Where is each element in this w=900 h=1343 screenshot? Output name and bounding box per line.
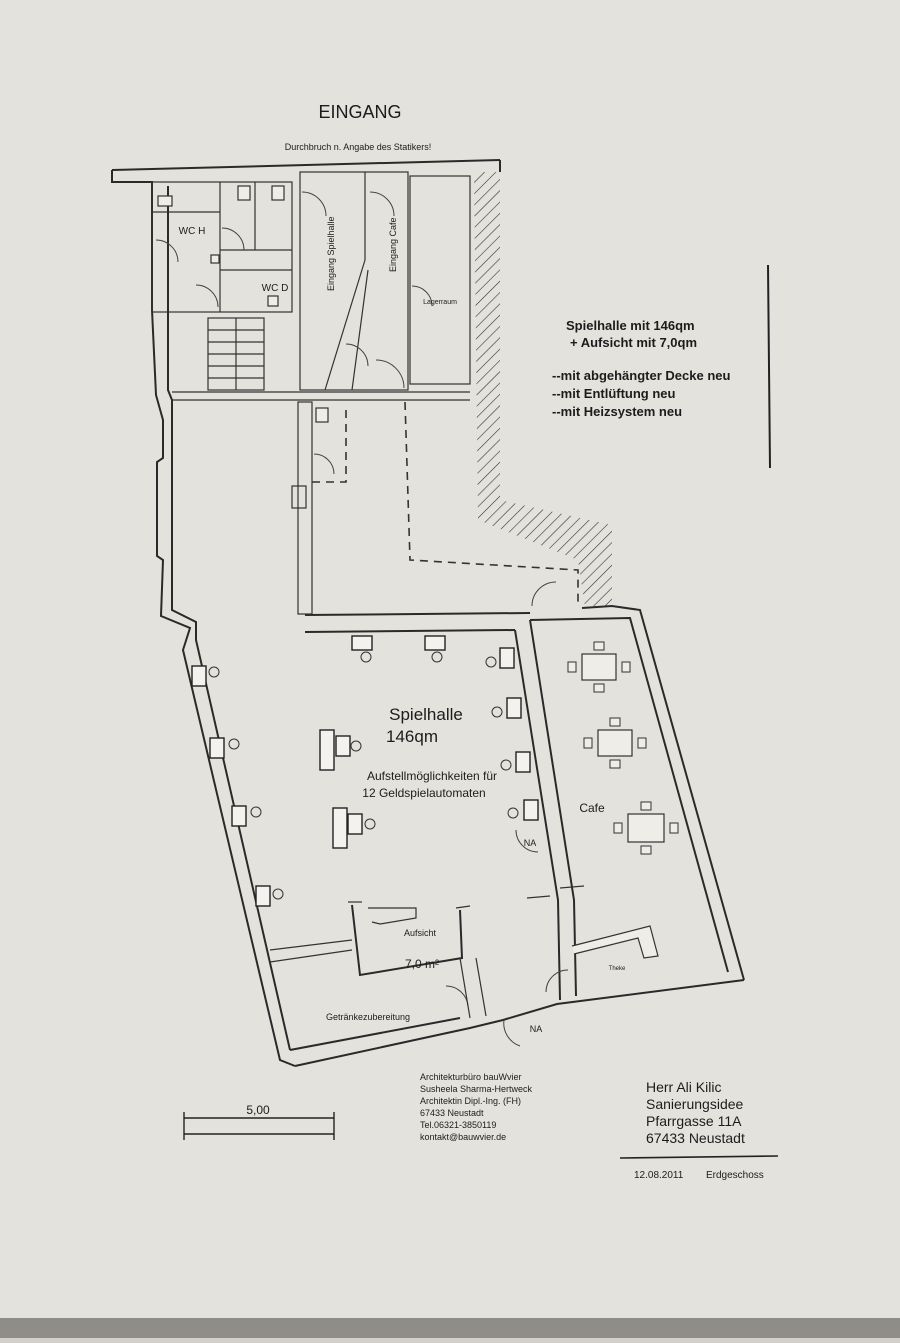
architect-block: Architekturbüro bauWvier Susheela Sharma… <box>420 1072 533 1142</box>
architect-line-2: Susheela Sharma-Hertweck <box>420 1084 533 1094</box>
architect-line-5: Tel.06321-3850119 <box>420 1120 496 1130</box>
theke-counter <box>571 925 659 959</box>
footer-date: 12.08.2011 <box>634 1170 684 1181</box>
dashed-boundary <box>312 410 347 483</box>
label-wc-h: WC H <box>179 226 206 237</box>
architect-line-4: 67433 Neustadt <box>420 1108 484 1118</box>
label-getraenke: Getränkezubereitung <box>326 1012 410 1022</box>
architect-line-6: kontakt@bauwvier.de <box>420 1132 506 1142</box>
notes-block: Spielhalle mit 146qm + Aufsicht mit 7,0q… <box>552 264 771 469</box>
label-eingang-cafe: Eingang Cafe <box>388 217 398 272</box>
label-aufstell-1: Aufstellmöglichkeiten für <box>367 769 497 783</box>
footer-floor: Erdgeschoss <box>706 1170 764 1181</box>
note-line-3: --mit abgehängter Decke neu <box>552 368 730 383</box>
label-spielhalle: Spielhalle <box>389 705 463 724</box>
neighbor-hatch <box>474 172 612 606</box>
paper-edge <box>0 1318 900 1338</box>
client-block: Herr Ali Kilic Sanierungsidee Pfarrgasse… <box>619 1079 779 1181</box>
label-eingang-spielhalle: Eingang Spielhalle <box>326 216 336 291</box>
client-line-1: Herr Ali Kilic <box>646 1079 721 1095</box>
plan-subtitle: Durchbruch n. Angabe des Statikers! <box>285 142 432 152</box>
aufsicht-room <box>269 885 585 1047</box>
note-line-2: + Aufsicht mit 7,0qm <box>570 335 697 350</box>
client-line-2: Sanierungsidee <box>646 1096 744 1112</box>
note-line-5: --mit Heizsystem neu <box>552 404 682 419</box>
label-cafe: Cafe <box>579 801 605 815</box>
plan-title: EINGANG <box>318 102 401 122</box>
architect-line-1: Architekturbüro bauWvier <box>420 1072 522 1082</box>
top-rooms <box>151 171 471 615</box>
label-lagerraum: Lagerraum <box>423 299 457 306</box>
note-line-4: --mit Entlüftung neu <box>552 386 676 401</box>
label-na-1: NA <box>524 838 537 848</box>
label-spielhalle-area: 146qm <box>386 727 438 746</box>
outer-walls <box>111 159 745 1067</box>
client-line-4: 67433 Neustadt <box>646 1130 745 1146</box>
label-wc-d: WC D <box>262 283 289 294</box>
label-aufsicht: Aufsicht <box>404 928 437 938</box>
cafe-tables <box>567 641 679 855</box>
architect-line-3: Architektin Dipl.-Ing. (FH) <box>420 1096 521 1106</box>
client-line-3: Pfarrgasse 11A <box>646 1113 742 1129</box>
label-aufstell-2: 12 Geldspielautomaten <box>362 786 485 800</box>
label-theke: Theke <box>609 966 626 972</box>
label-na-2: NA <box>530 1024 543 1034</box>
scale-bar: 5,00 <box>183 1103 335 1140</box>
scale-label: 5,00 <box>246 1103 270 1117</box>
label-aufsicht-area: 7,0 m² <box>405 957 439 971</box>
gaming-machines <box>191 635 539 907</box>
note-line-1: Spielhalle mit 146qm <box>566 318 695 333</box>
dashed-boundary-2 <box>404 401 579 606</box>
